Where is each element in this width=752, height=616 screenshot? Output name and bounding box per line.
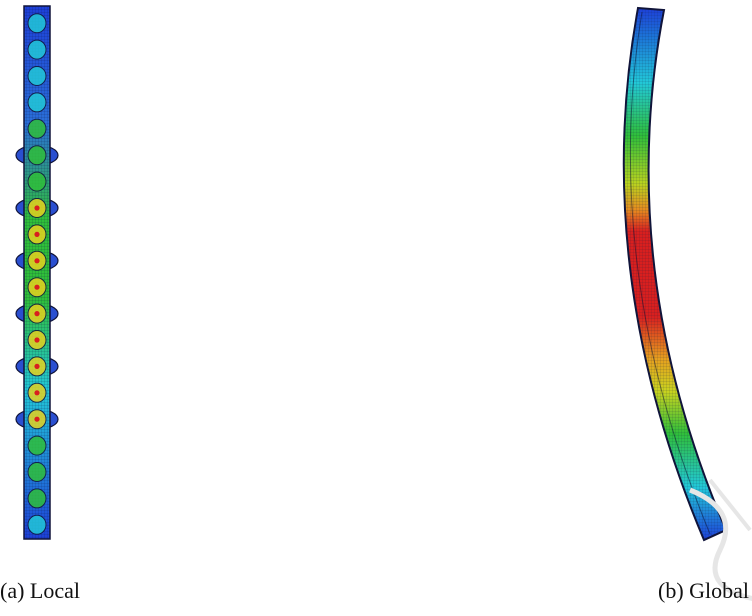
- local-cell-core: [34, 416, 40, 422]
- local-cell-core: [34, 231, 40, 237]
- global-deformation-plot: [622, 6, 728, 542]
- local-cell-core: [34, 390, 40, 396]
- local-cell-core: [34, 337, 40, 343]
- watermark-stamp: [689, 478, 752, 601]
- local-cell: [27, 118, 47, 139]
- local-cell: [27, 145, 47, 166]
- local-cell-core: [34, 258, 40, 264]
- local-cell: [27, 171, 47, 192]
- local-cell-core: [34, 363, 40, 369]
- local-cell-core: [34, 205, 40, 211]
- local-cell: [27, 514, 47, 535]
- local-cell: [27, 13, 47, 34]
- local-cell-core: [34, 284, 40, 290]
- local-cell: [27, 462, 47, 482]
- local-cell: [27, 39, 47, 60]
- caption-global: (b) Global: [658, 578, 750, 603]
- local-cell: [27, 435, 47, 456]
- local-cell: [27, 92, 47, 113]
- caption-local: (a) Local: [0, 578, 80, 603]
- local-cell-core: [34, 311, 40, 317]
- local-cell: [27, 488, 47, 509]
- local-deformation-plot: [15, 5, 59, 540]
- local-cell: [27, 66, 47, 86]
